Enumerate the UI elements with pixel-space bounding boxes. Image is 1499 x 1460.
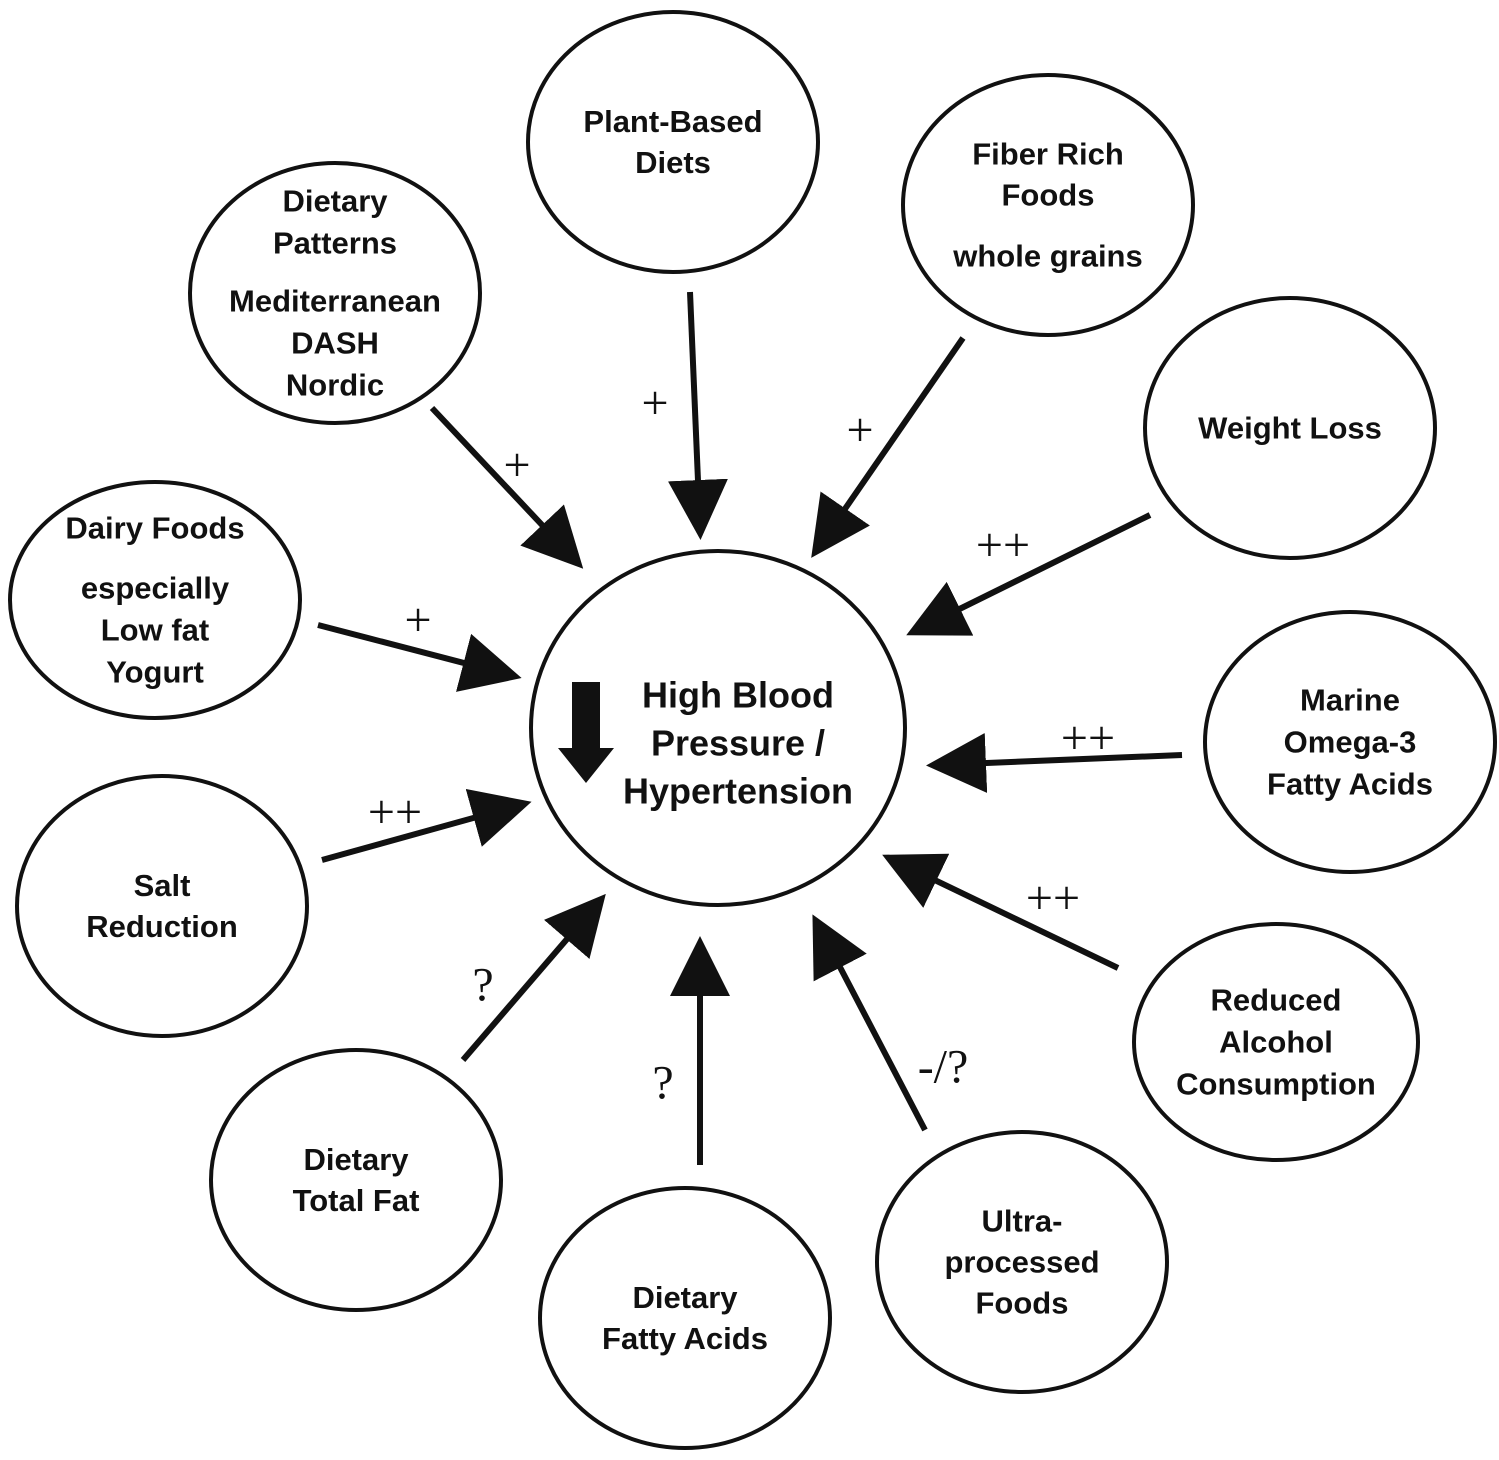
effect-label-dairy-foods: +	[404, 594, 431, 647]
node-circle-plant-based-diets	[526, 10, 820, 274]
center-circle	[529, 549, 907, 907]
arrow-dietary-total-fat	[460, 893, 606, 1062]
arrows-layer: ++++++++-/???++++	[317, 291, 1183, 1165]
node-label-dietary-total-fat-line-1: Dietary	[303, 1142, 409, 1177]
effect-label-weight-loss: ++	[976, 519, 1030, 572]
node-label-dietary-patterns-line-2: Patterns	[273, 226, 397, 261]
node-label-dietary-patterns-line-5: Nordic	[286, 368, 384, 403]
node-label-dietary-total-fat-line-2: Total Fat	[293, 1183, 420, 1218]
arrow-marine-omega-3	[926, 733, 1183, 794]
arrow-weight-loss	[906, 512, 1152, 636]
node-label-reduced-alcohol-line-3: Consumption	[1176, 1067, 1376, 1102]
effect-label-dietary-total-fat: ?	[472, 959, 493, 1012]
effect-label-plant-based-diets: +	[641, 377, 668, 430]
node-label-ultra-processed-foods-line-2: processed	[944, 1245, 1099, 1280]
node-label-dietary-patterns-line-1: Dietary	[282, 184, 388, 219]
effect-label-fiber-rich-foods: +	[846, 404, 873, 457]
node-label-fiber-rich-foods-line-1: Fiber Rich	[972, 137, 1124, 172]
node-circle-reduced-alcohol	[1132, 922, 1420, 1162]
arrow-salt-reduction	[321, 788, 532, 863]
effect-label-dietary-patterns: +	[503, 439, 530, 492]
node-circle-salt-reduction	[15, 774, 309, 1038]
node-label-ultra-processed-foods-line-3: Foods	[976, 1286, 1069, 1321]
node-label-dietary-fatty-acids-line-2: Fatty Acids	[602, 1321, 768, 1356]
arrow-dietary-patterns	[429, 405, 584, 569]
node-label-reduced-alcohol-line-1: Reduced	[1211, 983, 1342, 1018]
center-label-line-3: Hypertension	[623, 771, 853, 812]
node-label-reduced-alcohol-line-2: Alcohol	[1219, 1025, 1333, 1060]
arrow-fiber-rich-foods	[811, 336, 966, 558]
node-circle-dietary-fatty-acids	[538, 1186, 832, 1450]
node-label-dietary-fatty-acids-line-1: Dietary	[632, 1280, 738, 1315]
node-label-dairy-foods-line-1: Dairy Foods	[65, 511, 244, 546]
center-label-line-1: High Blood	[642, 675, 834, 716]
arrow-dairy-foods	[317, 622, 522, 692]
down-arrow-icon	[558, 682, 614, 783]
node-label-dietary-patterns-line-3: Mediterranean	[229, 284, 441, 319]
effect-label-dietary-fatty-acids: ?	[652, 1057, 673, 1110]
node-label-plant-based-diets-line-1: Plant-Based	[583, 104, 762, 139]
node-label-salt-reduction-line-2: Reduction	[86, 909, 238, 944]
node-weight-loss: Weight Loss	[1143, 296, 1437, 560]
effect-label-ultra-processed-foods: -/?	[918, 1041, 969, 1094]
node-label-dairy-foods-line-4: Yogurt	[106, 655, 204, 690]
node-circle-weight-loss	[1143, 296, 1437, 560]
arrow-ultra-processed-foods	[812, 914, 928, 1132]
node-label-dairy-foods-line-2: especially	[81, 571, 230, 606]
node-circle-marine-omega-3	[1203, 610, 1497, 874]
node-label-marine-omega-3-line-1: Marine	[1300, 683, 1400, 718]
node-label-ultra-processed-foods-line-1: Ultra-	[982, 1204, 1063, 1239]
node-circle-ultra-processed-foods	[875, 1130, 1169, 1394]
node-label-dairy-foods-line-3: Low fat	[101, 613, 210, 648]
node-label-plant-based-diets-line-2: Diets	[635, 145, 711, 180]
node-label-fiber-rich-foods-line-3: whole grains	[952, 239, 1142, 274]
node-label-weight-loss-line-1: Weight Loss	[1198, 411, 1382, 446]
node-label-fiber-rich-foods-line-2: Foods	[1002, 178, 1095, 213]
node-label-salt-reduction-line-1: Salt	[134, 868, 191, 903]
arrow-reduced-alcohol	[882, 853, 1120, 971]
effect-label-reduced-alcohol: ++	[1026, 872, 1080, 925]
node-circle-dietary-total-fat	[209, 1048, 503, 1312]
center-label-line-2: Pressure /	[651, 723, 825, 764]
node-circle-dairy-foods	[8, 480, 302, 720]
node-circle-dietary-patterns	[188, 161, 482, 425]
effect-label-salt-reduction: ++	[368, 786, 422, 839]
node-label-marine-omega-3-line-2: Omega-3	[1284, 725, 1417, 760]
node-circle-fiber-rich-foods	[901, 73, 1195, 337]
node-label-dietary-patterns-line-4: DASH	[291, 326, 379, 361]
arrow-plant-based-diets	[667, 291, 728, 540]
effect-label-marine-omega-3: ++	[1061, 712, 1115, 765]
node-label-marine-omega-3-line-3: Fatty Acids	[1267, 767, 1433, 802]
